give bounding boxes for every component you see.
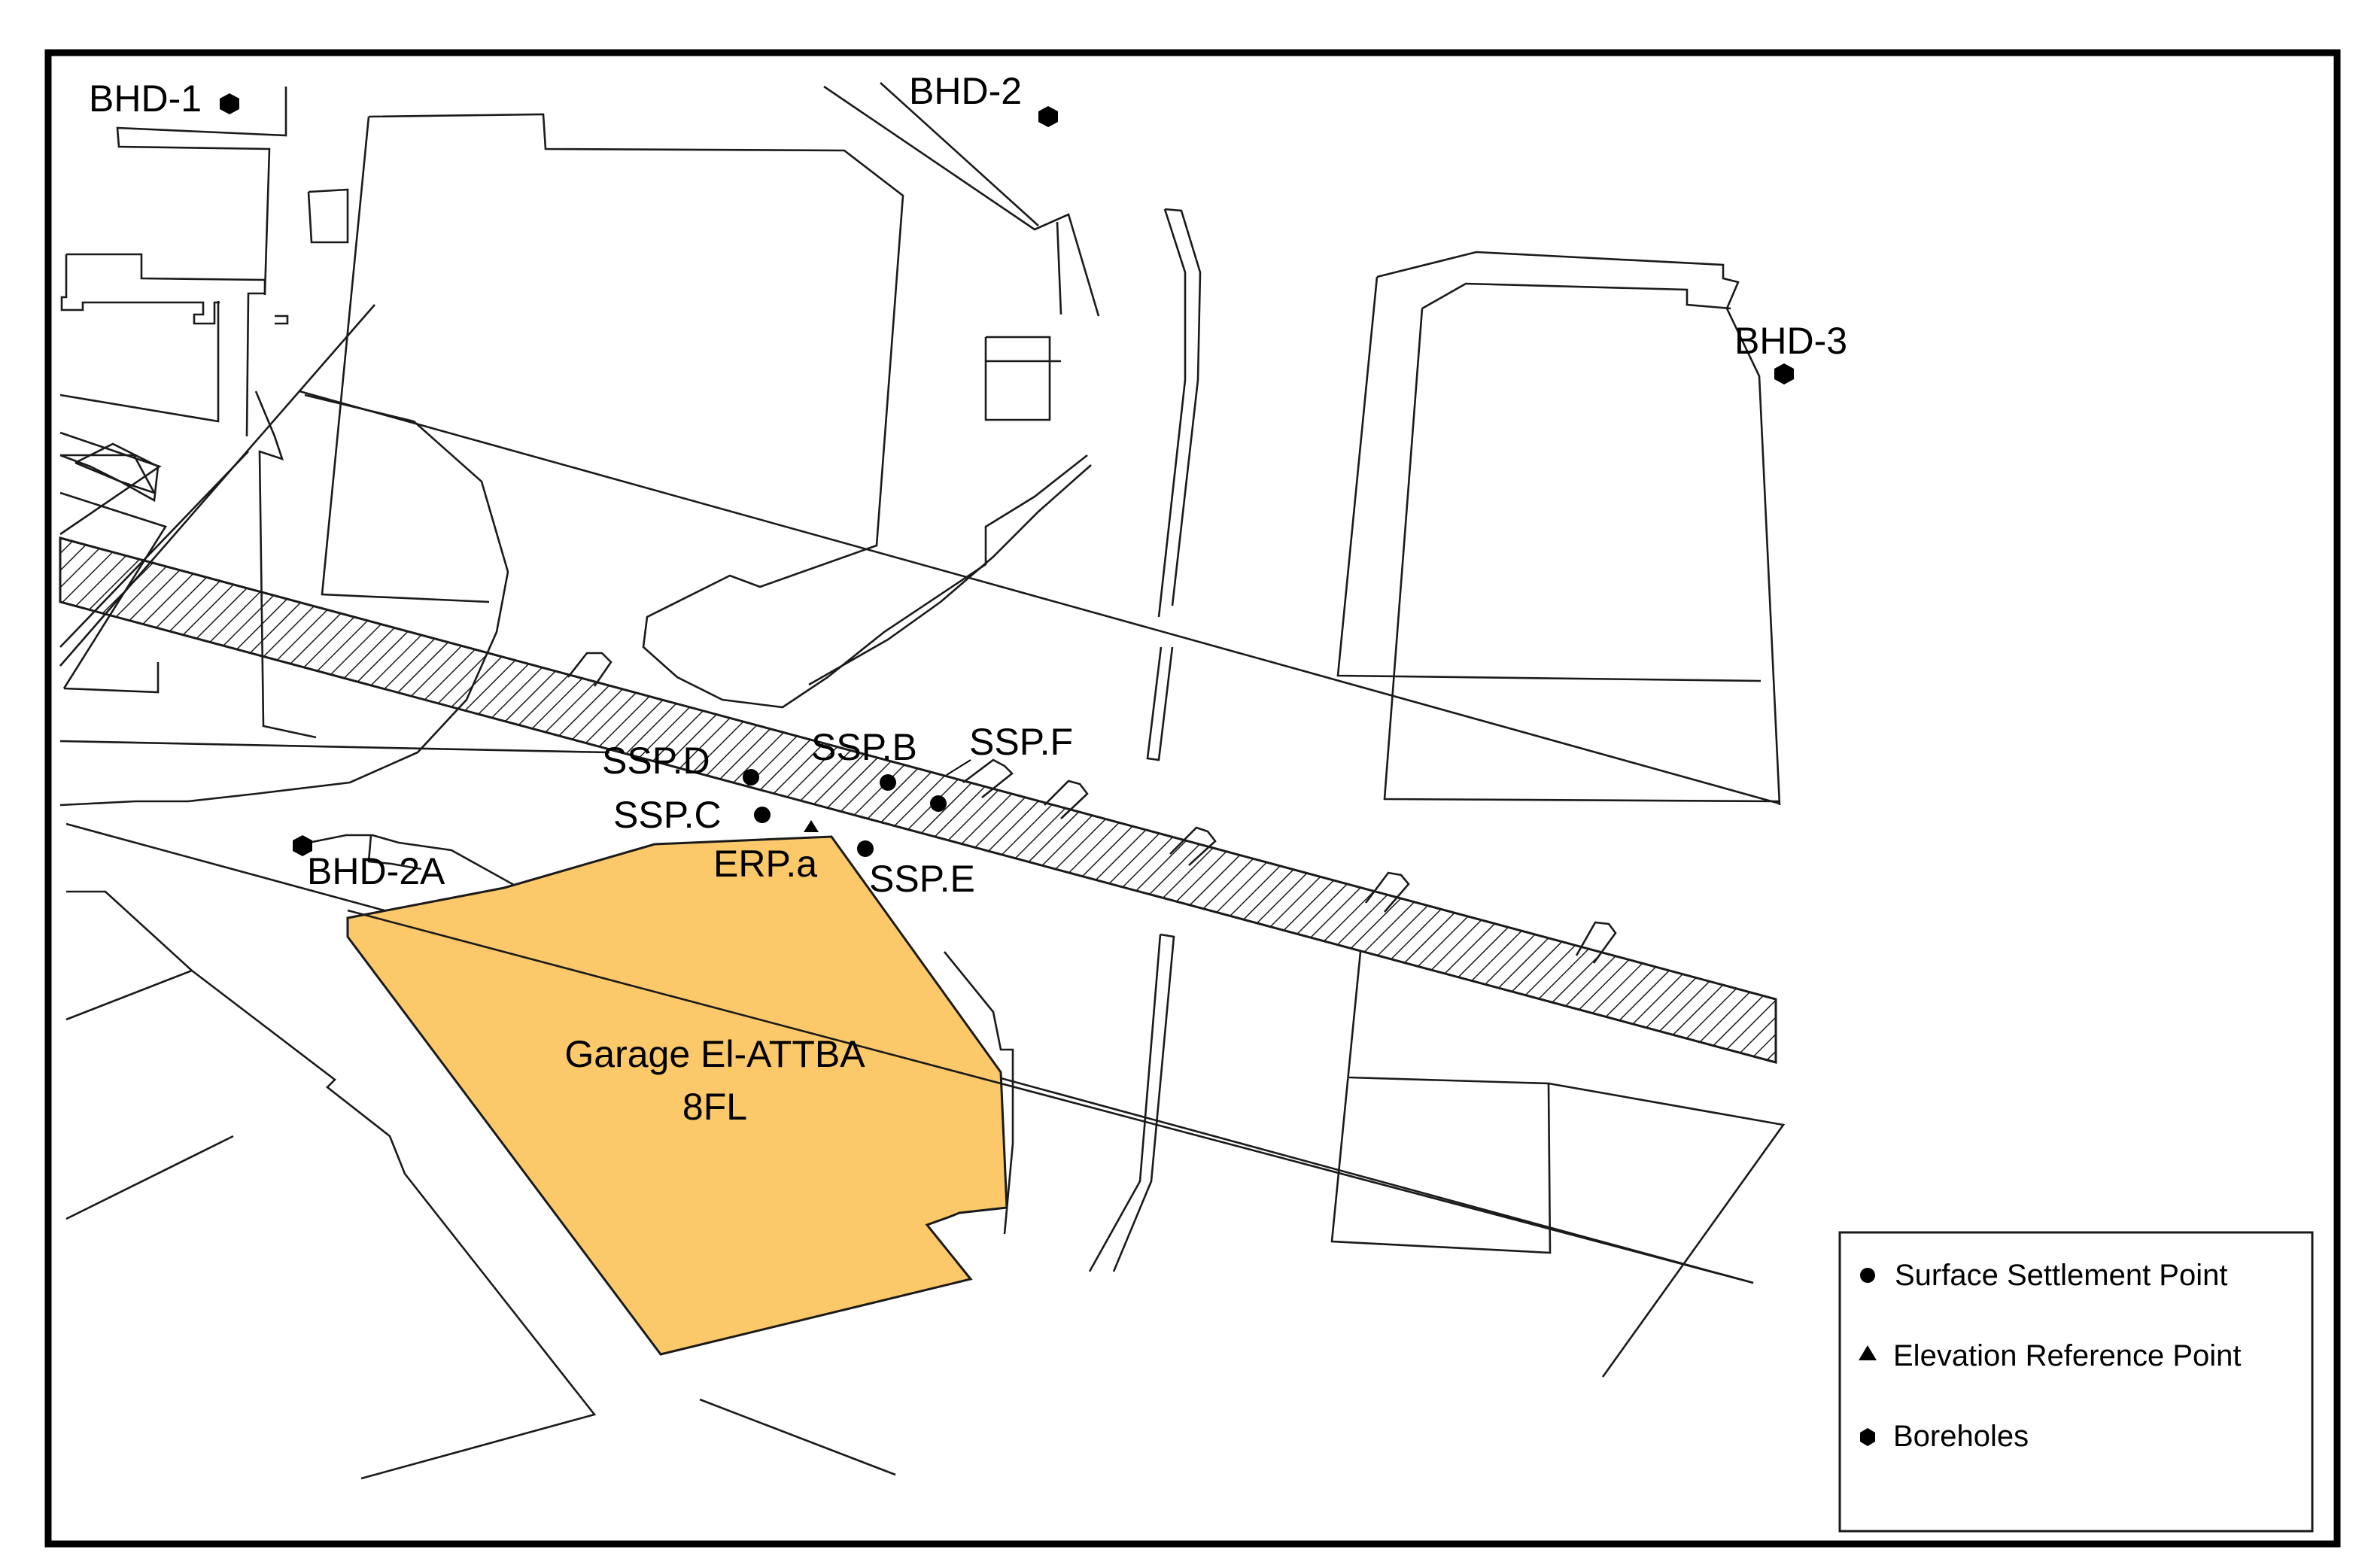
borehole-label: BHD-2A [307, 850, 445, 892]
settlement-point-icon [930, 795, 947, 812]
legend-item-elevation-reference: Elevation Reference Point [1859, 1339, 2242, 1372]
legend-label: Boreholes [1893, 1420, 2029, 1453]
settlement-point-icon [743, 769, 759, 786]
settlement-point-leader [946, 759, 971, 776]
garage-name-line2: 8FL [682, 1086, 747, 1128]
borehole-icon [293, 835, 312, 856]
borehole-bhd-1[interactable]: BHD-1 [89, 77, 239, 120]
borehole-label: BHD-1 [89, 77, 202, 120]
settlement-point-icon [857, 840, 874, 857]
legend-box [1838, 1231, 2314, 1533]
settlement-point-ssp-d[interactable]: SSP.D [602, 740, 759, 786]
legend-item-surface-settlement: Surface Settlement Point [1860, 1259, 2227, 1292]
legend-item-boreholes: Boreholes [1860, 1420, 2029, 1453]
legend-label: Surface Settlement Point [1895, 1259, 2227, 1292]
borehole-icon [1038, 106, 1058, 127]
borehole-icon [1774, 363, 1794, 384]
garage-name-line1: Garage El-ATTBA [564, 1033, 865, 1075]
settlement-point-label: SSP.B [811, 726, 917, 768]
settlement-point-label: SSP.C [613, 794, 722, 836]
street-outlines [59, 82, 1786, 1480]
settlement-point-ssp-f[interactable]: SSP.F [930, 721, 1073, 812]
settlement-point-ssp-c[interactable]: SSP.C [613, 794, 771, 836]
circle-icon [1860, 1268, 1875, 1283]
garage-building [346, 835, 1008, 1356]
settlement-point-label: SSP.F [969, 721, 1073, 763]
tunnel-alignment [59, 536, 1777, 1064]
settlement-point-label: SSP.D [602, 740, 710, 782]
triangle-icon [1859, 1345, 1877, 1360]
settlement-point-ssp-b[interactable]: SSP.B [811, 726, 917, 791]
elevation-reference-icon [804, 820, 819, 832]
borehole-icon [220, 93, 239, 114]
borehole-label: BHD-3 [1734, 320, 1847, 362]
street-through-garage [347, 909, 1754, 1284]
borehole-bhd-3[interactable]: BHD-3 [1734, 320, 1847, 384]
map-legend: Surface Settlement Point Elevation Refer… [1838, 1231, 2314, 1533]
elevation-reference-label: ERP.a [713, 843, 817, 885]
borehole-bhd-2a[interactable]: BHD-2A [293, 835, 445, 892]
legend-label: Elevation Reference Point [1893, 1339, 2242, 1372]
elevation-reference-erp-a[interactable]: ERP.a [713, 820, 819, 885]
hexagon-icon [1860, 1428, 1875, 1446]
settlement-point-icon [754, 807, 771, 823]
map-frame [44, 49, 2341, 1548]
borehole-label: BHD-2 [909, 70, 1022, 112]
settlement-point-ssp-e[interactable]: SSP.E [857, 840, 975, 900]
borehole-bhd-2[interactable]: BHD-2 [909, 70, 1058, 127]
settlement-point-icon [880, 774, 896, 791]
settlement-point-label: SSP.E [869, 858, 975, 900]
